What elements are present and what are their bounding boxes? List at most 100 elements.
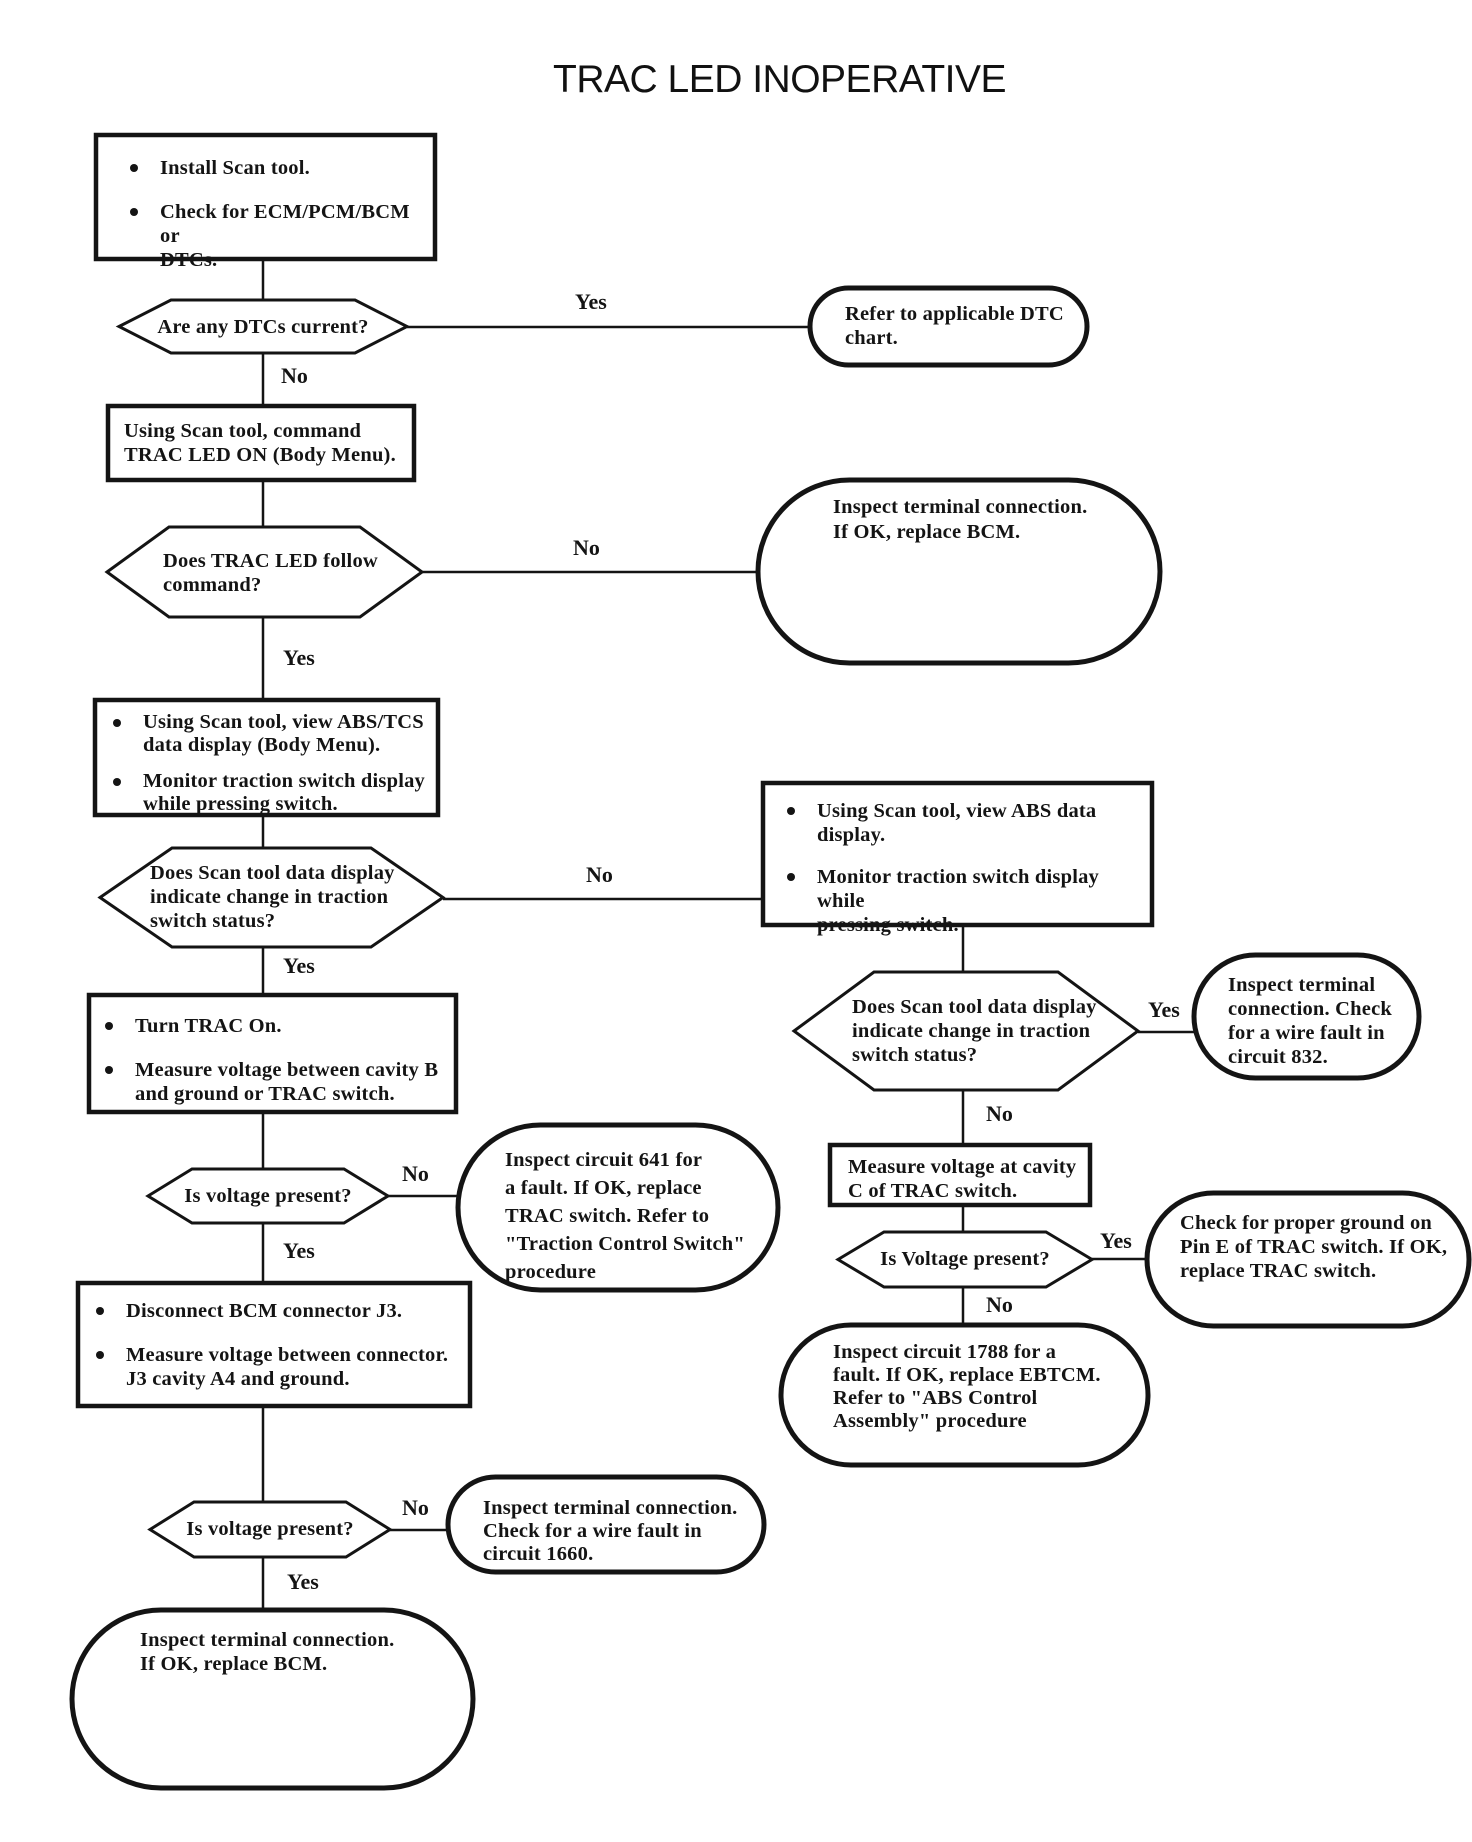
bullet-lines: Measure voltage between connector. J3 ca… [126,1343,448,1391]
bullet-icon [787,873,795,881]
process-box-command-trac-led [105,403,417,483]
text-line: If OK, replace BCM. [140,1653,328,1675]
page-title: TRAC LED INOPERATIVE [553,58,1007,101]
text-line: "Traction Control Switch" [505,1233,745,1255]
process-view-abs-tcs-text: Using Scan tool, view ABS/TCS data displ… [113,711,433,836]
process-box-cavity-c [827,1142,1093,1208]
text-line: Refer to "ABS Control [833,1387,1038,1409]
text-line: Are any DTCs current? [157,316,369,338]
text-line: TRAC LED ON (Body Menu). [124,444,396,466]
text-line: for a wire fault in [1228,1022,1385,1044]
bullet-icon [105,1066,113,1074]
text-line: Measure voltage at cavity [848,1156,1077,1178]
text-line: and ground or TRAC switch. [135,1083,395,1105]
process-turn-trac-on-text: Turn TRAC On. Measure voltage between ca… [105,1014,445,1126]
text-line: Measure voltage between cavity B [135,1059,439,1081]
text-line: Install Scan tool. [160,157,310,179]
text-line: J3 cavity A4 and ground. [126,1368,350,1390]
edge-label-yes: Yes [575,289,607,314]
terminal-capsule-replace-bcm-top [755,477,1163,666]
bullet-lines: Check for ECM/PCM/BCM or DTCs. [160,200,425,272]
bullet-item: Monitor traction switch display while pr… [787,865,1142,937]
process-install-scan-text: Install Scan tool. Check for ECM/PCM/BCM… [130,156,425,292]
terminal-refer-dtc-text: Refer to applicable DTC chart. [845,302,1080,350]
text-line: Check for proper ground on [1180,1212,1433,1234]
text-line: Is Voltage present? [880,1248,1050,1270]
edge-label-yes: Yes [1100,1228,1132,1253]
text-line: TRAC switch. Refer to [505,1205,710,1227]
decision-led-follow-text: Does TRAC LED follow command? [163,549,413,597]
text-line: circuit 1660. [483,1543,594,1565]
terminal-replace-bcm-bottom-text: Inspect terminal connection. If OK, repl… [140,1628,460,1676]
decision-hex-voltage-1 [145,1167,391,1225]
bullet-icon [96,1351,104,1359]
decision-hex-voltage-3 [147,1500,393,1559]
text-line: command? [163,574,262,596]
terminal-capsule-circuit-832 [1191,952,1422,1081]
terminal-circuit-641-text: Inspect circuit 641 for a fault. If OK, … [505,1146,767,1286]
bullet-icon [113,719,121,727]
decision-hex-led-follow [104,525,425,619]
text-line: indicate change in traction [852,1020,1091,1042]
edge-label-yes: Yes [287,1569,319,1594]
process-box-view-abs [760,780,1155,928]
decision-hex-voltage-2 [835,1230,1095,1289]
bullet-item: Using Scan tool, view ABS/TCS data displ… [113,711,433,757]
text-line: Measure voltage between connector. [126,1344,449,1366]
terminal-capsule-circuit-1660 [445,1474,767,1575]
bullet-lines: Using Scan tool, view ABS data display. [817,799,1096,847]
edge-label-no: No [986,1101,1013,1126]
edge-label-no: No [402,1495,429,1520]
text-line: Monitor traction switch display while [817,866,1099,912]
decision-voltage-3-text: Is voltage present? [150,1517,390,1541]
process-command-trac-led-text: Using Scan tool, command TRAC LED ON (Bo… [124,419,409,467]
bullet-item: Measure voltage between cavity B and gro… [105,1058,445,1106]
decision-voltage-1-text: Is voltage present? [148,1184,388,1208]
text-line: Refer to applicable DTC [845,303,1064,325]
bullet-item: Check for ECM/PCM/BCM or DTCs. [130,200,425,272]
text-line: Turn TRAC On. [135,1015,282,1037]
decision-hex-dtcs-current [115,298,411,355]
bullet-item: Turn TRAC On. [105,1014,445,1038]
text-line: Inspect terminal connection. [483,1497,738,1519]
edge-label-yes: Yes [283,645,315,670]
text-line: fault. If OK, replace EBTCM. [833,1364,1101,1386]
text-line: connection. Check [1228,998,1392,1020]
text-line: Check for ECM/PCM/BCM or [160,201,410,247]
bullet-icon [96,1307,104,1315]
terminal-circuit-832-text: Inspect terminal connection. Check for a… [1228,973,1408,1069]
text-line: Check for a wire fault in [483,1520,702,1542]
edge-label-no: No [402,1161,429,1186]
text-line: Assembly" procedure [833,1410,1027,1432]
text-line: procedure [505,1261,597,1283]
bullet-item: Monitor traction switch display while pr… [113,770,433,816]
bullet-lines: Monitor traction switch display while pr… [817,865,1142,937]
process-box-install-scan [93,132,438,262]
process-view-abs-text: Using Scan tool, view ABS data display. … [787,799,1142,957]
edge-label-no: No [586,862,613,887]
text-line: replace TRAC switch. [1180,1260,1377,1282]
edge-label-no: No [986,1292,1013,1317]
terminal-capsule-replace-bcm-bottom [69,1607,476,1791]
bullet-icon [130,208,138,216]
process-box-disconnect-j3 [75,1280,473,1409]
text-line: Is voltage present? [186,1518,354,1540]
bullet-item: Disconnect BCM connector J3. [96,1299,461,1323]
text-line: switch status? [852,1044,978,1066]
terminal-capsule-circuit-1788 [778,1322,1151,1468]
edge-label-yes: Yes [283,1238,315,1263]
bullet-lines: Install Scan tool. [160,156,310,180]
text-line: If OK, replace BCM. [833,521,1021,543]
decision-hex-switch-status-right [791,970,1141,1092]
edge-label-yes: Yes [1148,997,1180,1022]
text-line: Using Scan tool, view ABS data [817,800,1097,822]
terminal-circuit-1788-text: Inspect circuit 1788 for a fault. If OK,… [833,1341,1143,1433]
text-line: while pressing switch. [143,793,338,815]
text-line: data display (Body Menu). [143,734,381,756]
text-line: circuit 832. [1228,1046,1328,1068]
decision-switch-status-left-text: Does Scan tool data display indicate cha… [150,861,435,933]
text-line: Using Scan tool, view ABS/TCS [143,711,424,733]
terminal-circuit-1660-text: Inspect terminal connection. Check for a… [483,1497,758,1566]
